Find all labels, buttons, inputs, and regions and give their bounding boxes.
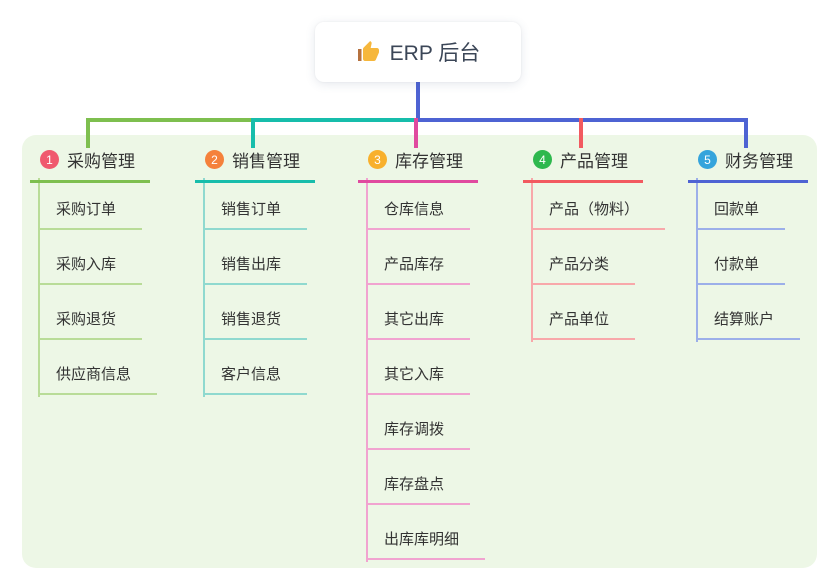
branch-connector-drop: [86, 118, 90, 148]
branch-item[interactable]: 仓库信息: [366, 199, 471, 230]
branch-number-badge: 3: [368, 150, 387, 169]
branch-item[interactable]: 产品库存: [366, 254, 471, 285]
root-node[interactable]: ERP 后台: [315, 22, 521, 82]
branch-item[interactable]: 库存调拨: [366, 419, 471, 450]
branch-node[interactable]: 3 库存管理: [358, 147, 478, 183]
branch-item[interactable]: 其它出库: [366, 309, 471, 340]
root-connector-line: [416, 82, 420, 120]
branch-items-connector-line: [203, 178, 205, 397]
branch-title-label: 销售管理: [232, 152, 300, 171]
branch-item[interactable]: 销售退货: [203, 309, 308, 340]
connector-bus-left: [86, 118, 251, 122]
branch-items-connector-line: [531, 178, 533, 342]
branch-node[interactable]: 4 产品管理: [523, 147, 643, 183]
branch-item[interactable]: 销售出库: [203, 254, 308, 285]
branch-item[interactable]: 回款单: [696, 199, 786, 230]
branch-title-label: 财务管理: [725, 152, 793, 171]
branch-title-label: 库存管理: [395, 152, 463, 171]
branch-item[interactable]: 供应商信息: [38, 364, 158, 395]
branch-items-connector-line: [38, 178, 40, 397]
root-node-label: ERP 后台: [389, 42, 481, 65]
branch-node[interactable]: 2 销售管理: [195, 147, 315, 183]
connector-bus-middle: [251, 118, 416, 122]
branch-connector-drop: [744, 118, 748, 148]
branch-item[interactable]: 客户信息: [203, 364, 308, 395]
branch-number-badge: 5: [698, 150, 717, 169]
branch-items-connector-line: [696, 178, 698, 342]
branch-item[interactable]: 付款单: [696, 254, 786, 285]
branch-number-badge: 4: [533, 150, 552, 169]
branch-item[interactable]: 销售订单: [203, 199, 308, 230]
branch-title-label: 采购管理: [67, 152, 135, 171]
branch-item[interactable]: 出库库明细: [366, 529, 486, 560]
branch-node[interactable]: 5 财务管理: [688, 147, 808, 183]
thumbs-up-icon: [356, 40, 380, 64]
branch-connector-drop: [414, 118, 418, 148]
branch-title-label: 产品管理: [560, 152, 628, 171]
branch-item[interactable]: 采购订单: [38, 199, 143, 230]
branch-items-connector-line: [366, 178, 368, 562]
branch-item[interactable]: 库存盘点: [366, 474, 471, 505]
branch-connector-drop: [579, 118, 583, 148]
background-panel: [22, 135, 817, 568]
branch-item[interactable]: 采购退货: [38, 309, 143, 340]
branch-item[interactable]: 产品单位: [531, 309, 636, 340]
branch-connector-drop: [251, 118, 255, 148]
branch-item[interactable]: 其它入库: [366, 364, 471, 395]
branch-item[interactable]: 结算账户: [696, 309, 801, 340]
branch-item[interactable]: 产品分类: [531, 254, 636, 285]
branch-node[interactable]: 1 采购管理: [30, 147, 150, 183]
branch-number-badge: 1: [40, 150, 59, 169]
branch-number-badge: 2: [205, 150, 224, 169]
branch-item[interactable]: 产品（物料）: [531, 199, 666, 230]
branch-item[interactable]: 采购入库: [38, 254, 143, 285]
